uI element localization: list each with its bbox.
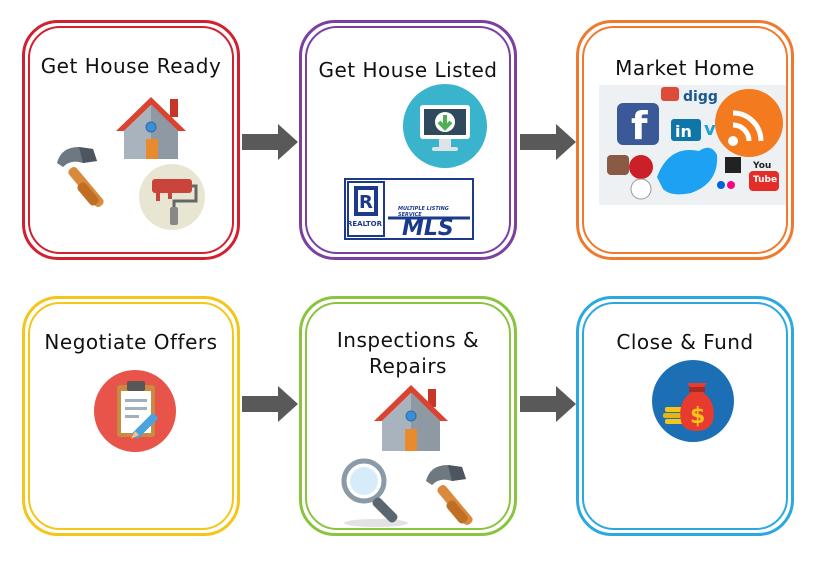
arrow-right-icon <box>242 124 298 160</box>
realtor-mls-logo: R REALTOR MULTIPLE LISTING SERVICE MLS <box>344 178 474 241</box>
house-icon <box>116 97 186 159</box>
realtor-label: REALTOR <box>347 220 383 228</box>
tube-label: Tube <box>753 175 778 185</box>
step-get-house-listed: Get House Listed R REALTOR MULTIPLE LIST… <box>299 20 517 260</box>
step-get-house-ready: Get House Ready <box>22 20 240 260</box>
arrow-right-icon <box>242 386 298 422</box>
social-media-collage: f in v digg You Tube <box>599 85 787 205</box>
realtor-letter: R <box>359 192 373 213</box>
magnifying-glass-icon <box>341 458 408 527</box>
svg-text:f: f <box>631 104 648 148</box>
money-bag-icon: $ <box>652 360 734 442</box>
download-monitor-icon <box>403 84 487 168</box>
arrow-right-icon <box>520 124 576 160</box>
step-negotiate-offers: Negotiate Offers <box>22 296 240 536</box>
clipboard-icon <box>94 370 176 452</box>
hammer-icon <box>426 465 473 525</box>
step-title: Get House Listed <box>318 58 498 82</box>
arrow-right-icon <box>520 386 576 422</box>
svg-text:$: $ <box>690 404 705 429</box>
svg-text:in: in <box>675 122 692 141</box>
mls-service-label: MULTIPLE LISTING SERVICE <box>398 206 449 218</box>
step-title: Negotiate Offers <box>44 330 218 354</box>
step-title: Close & Fund <box>616 330 754 354</box>
digg-label: digg <box>683 89 718 105</box>
step-title: Get House Ready <box>40 54 222 78</box>
step-title: Market Home <box>615 56 755 80</box>
mls-label: MLS <box>402 216 454 241</box>
step-close-fund: Close & Fund $ <box>576 296 794 536</box>
paint-roller-icon <box>139 164 205 230</box>
step-market-home: Market Home f in v digg You Tube <box>576 20 794 260</box>
house-icon <box>374 385 448 451</box>
svg-text:v: v <box>704 119 716 140</box>
hammer-icon <box>57 147 104 207</box>
you-label: You <box>753 161 772 171</box>
step-title: Inspections & Repairs <box>336 328 480 378</box>
step-inspections-repairs: Inspections & Repairs <box>299 296 517 536</box>
